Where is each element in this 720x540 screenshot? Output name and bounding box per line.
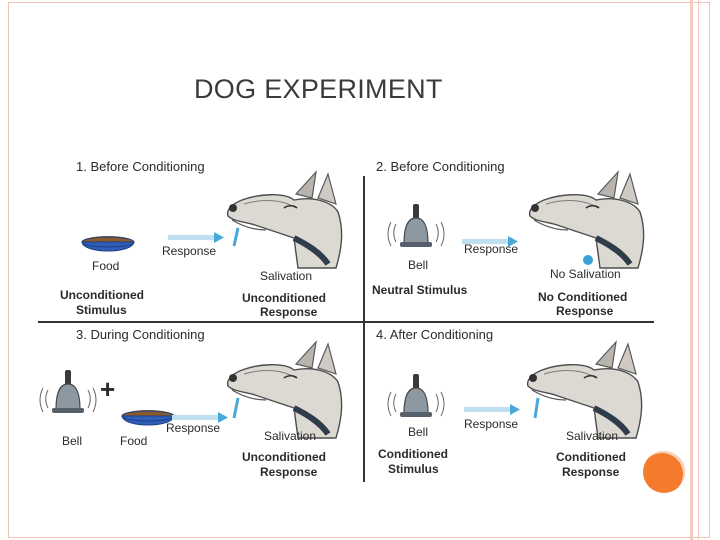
frame-rule — [698, 0, 699, 540]
dog-head-icon — [530, 172, 644, 268]
stimulus-label: Bell — [62, 434, 82, 448]
panel-heading: 3. During Conditioning — [76, 327, 205, 342]
drool-icon — [232, 397, 240, 419]
result-label: Salivation — [566, 429, 618, 443]
drool-icon — [232, 227, 240, 247]
stimulus-caption: Stimulus — [388, 462, 439, 476]
arrow-label: Response — [464, 417, 518, 431]
response-caption: Response — [556, 304, 614, 318]
dog-head-icon — [528, 342, 642, 438]
arrow-right-icon — [168, 232, 224, 243]
panel-heading: 1. Before Conditioning — [76, 159, 205, 174]
slide-accent-circle — [643, 451, 685, 493]
panel-heading: 4. After Conditioning — [376, 327, 493, 342]
arrow-label: Response — [166, 421, 220, 435]
drool-icon — [533, 397, 540, 419]
result-label: Salivation — [264, 429, 316, 443]
stimulus-label: Bell — [408, 425, 428, 439]
arrow-label: Response — [162, 244, 216, 258]
arrow-label: Response — [464, 242, 518, 256]
bell-icon — [39, 369, 97, 414]
bell-icon — [387, 373, 445, 418]
response-caption: Response — [260, 465, 318, 479]
response-caption: Unconditioned — [242, 450, 326, 464]
frame-rule — [690, 0, 693, 540]
slide-accent-circle-shade — [643, 451, 685, 493]
plus-sign: + — [100, 374, 115, 404]
food-bowl-icon — [81, 235, 135, 252]
stimulus-label: Food — [120, 434, 147, 448]
slide-frame — [8, 2, 710, 538]
collar-tag-icon — [583, 255, 593, 265]
conditioning-diagram: 1. Before Conditioning Food Response Sal… — [38, 156, 654, 482]
stimulus-caption: Neutral Stimulus — [372, 283, 468, 297]
dog-head-icon — [228, 342, 342, 438]
dog-head-icon — [228, 172, 342, 268]
response-caption: Response — [562, 465, 620, 479]
response-caption: No Conditioned — [538, 290, 627, 304]
result-label: Salivation — [260, 269, 312, 283]
stimulus-label: Bell — [408, 258, 428, 272]
response-caption: Conditioned — [556, 450, 626, 464]
bell-icon — [387, 203, 445, 248]
result-label: No Salivation — [550, 267, 621, 281]
response-caption: Unconditioned — [242, 291, 326, 305]
stimulus-caption: Stimulus — [76, 303, 127, 317]
arrow-right-icon — [464, 404, 520, 415]
stimulus-caption: Conditioned — [378, 447, 448, 461]
response-caption: Response — [260, 305, 318, 319]
panel-heading: 2. Before Conditioning — [376, 159, 505, 174]
stimulus-label: Food — [92, 259, 119, 273]
stimulus-caption: Unconditioned — [60, 288, 144, 302]
slide-title: DOG EXPERIMENT — [194, 74, 443, 104]
